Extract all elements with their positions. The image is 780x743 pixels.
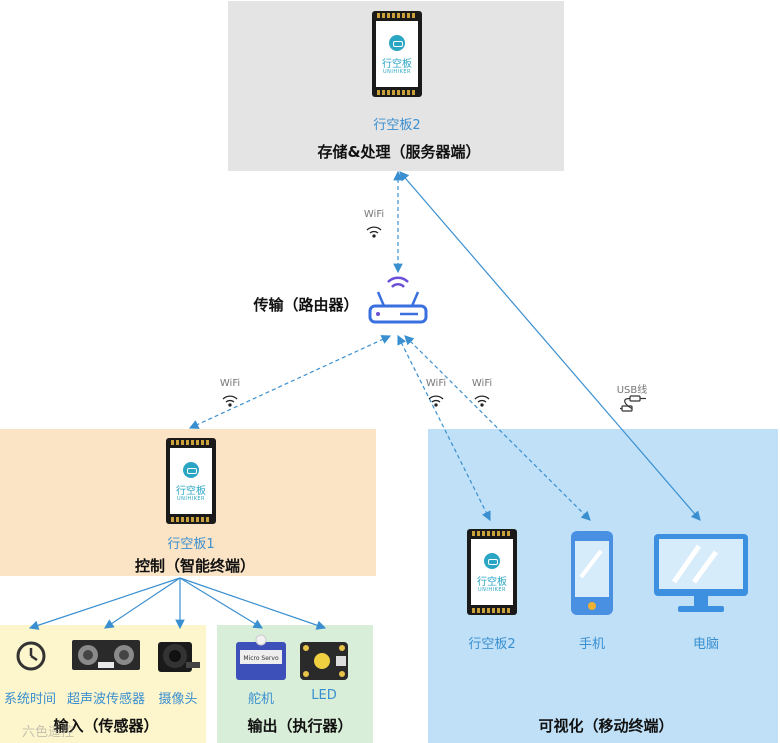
link-control-led	[179, 577, 327, 630]
input-item-ultrasonic: 超声波传感器	[66, 692, 146, 707]
router-icon	[368, 276, 428, 324]
link-control-clock	[28, 577, 181, 630]
server-title: 存储&处理（服务器端）	[317, 143, 481, 161]
input-item-camera: 摄像头	[158, 692, 198, 707]
output-title: 输出（执行器）	[247, 717, 353, 735]
usb-label: USB线	[616, 385, 648, 396]
computer-icon	[654, 534, 748, 612]
wifi-label: WiFi	[425, 378, 447, 389]
wifi-icon	[222, 395, 238, 407]
control-title: 控制（智能终端）	[134, 557, 256, 575]
wifi-icon	[366, 226, 382, 238]
link-router-control	[188, 335, 392, 429]
server-device-label: 行空板2	[373, 118, 421, 133]
visual-item-pc: 电脑	[692, 637, 720, 652]
link-server-pc	[399, 171, 701, 521]
ultrasonic-sensor-icon	[72, 640, 140, 670]
output-item-servo: 舵机	[247, 692, 275, 707]
control-device-label: 行空板1	[167, 537, 215, 552]
phone-icon	[571, 531, 613, 615]
board-name: 行空板	[477, 577, 507, 588]
link-control-ultrasonic	[104, 577, 181, 629]
wifi-label: WiFi	[363, 209, 385, 220]
watermark: 六色遥控	[22, 725, 75, 740]
board-name: 行空板	[382, 59, 412, 70]
link-router-phone	[404, 335, 591, 521]
router-title: 传输（路由器）	[253, 296, 359, 314]
wifi-label: WiFi	[219, 378, 241, 389]
wifi-icons	[222, 226, 490, 407]
board-brand: UNIHIKER	[382, 69, 412, 75]
wifi-label: WiFi	[471, 378, 493, 389]
servo-icon: Micro Servo	[236, 634, 286, 680]
input-item-clock: 系统时间	[3, 692, 57, 707]
camera-icon	[158, 642, 200, 672]
visual-title: 可视化（移动终端）	[538, 717, 674, 735]
link-control-servo	[179, 577, 264, 629]
wifi-icon	[474, 395, 490, 407]
input-title: 输入（传感器）	[53, 717, 159, 735]
visual-item-board: 行空板2	[468, 637, 516, 652]
servo-label: Micro Servo	[243, 655, 279, 662]
usb-cable-icon	[620, 395, 646, 412]
link-router-board2	[397, 334, 491, 522]
visual-item-phone: 手机	[578, 637, 606, 652]
board-name: 行空板	[176, 486, 206, 497]
clock-icon	[16, 641, 46, 671]
wifi-icon	[428, 395, 444, 407]
board-brand: UNIHIKER	[176, 496, 206, 502]
board-brand: UNIHIKER	[477, 587, 507, 593]
output-item-led: LED	[311, 688, 337, 703]
led-module-icon	[300, 642, 348, 680]
